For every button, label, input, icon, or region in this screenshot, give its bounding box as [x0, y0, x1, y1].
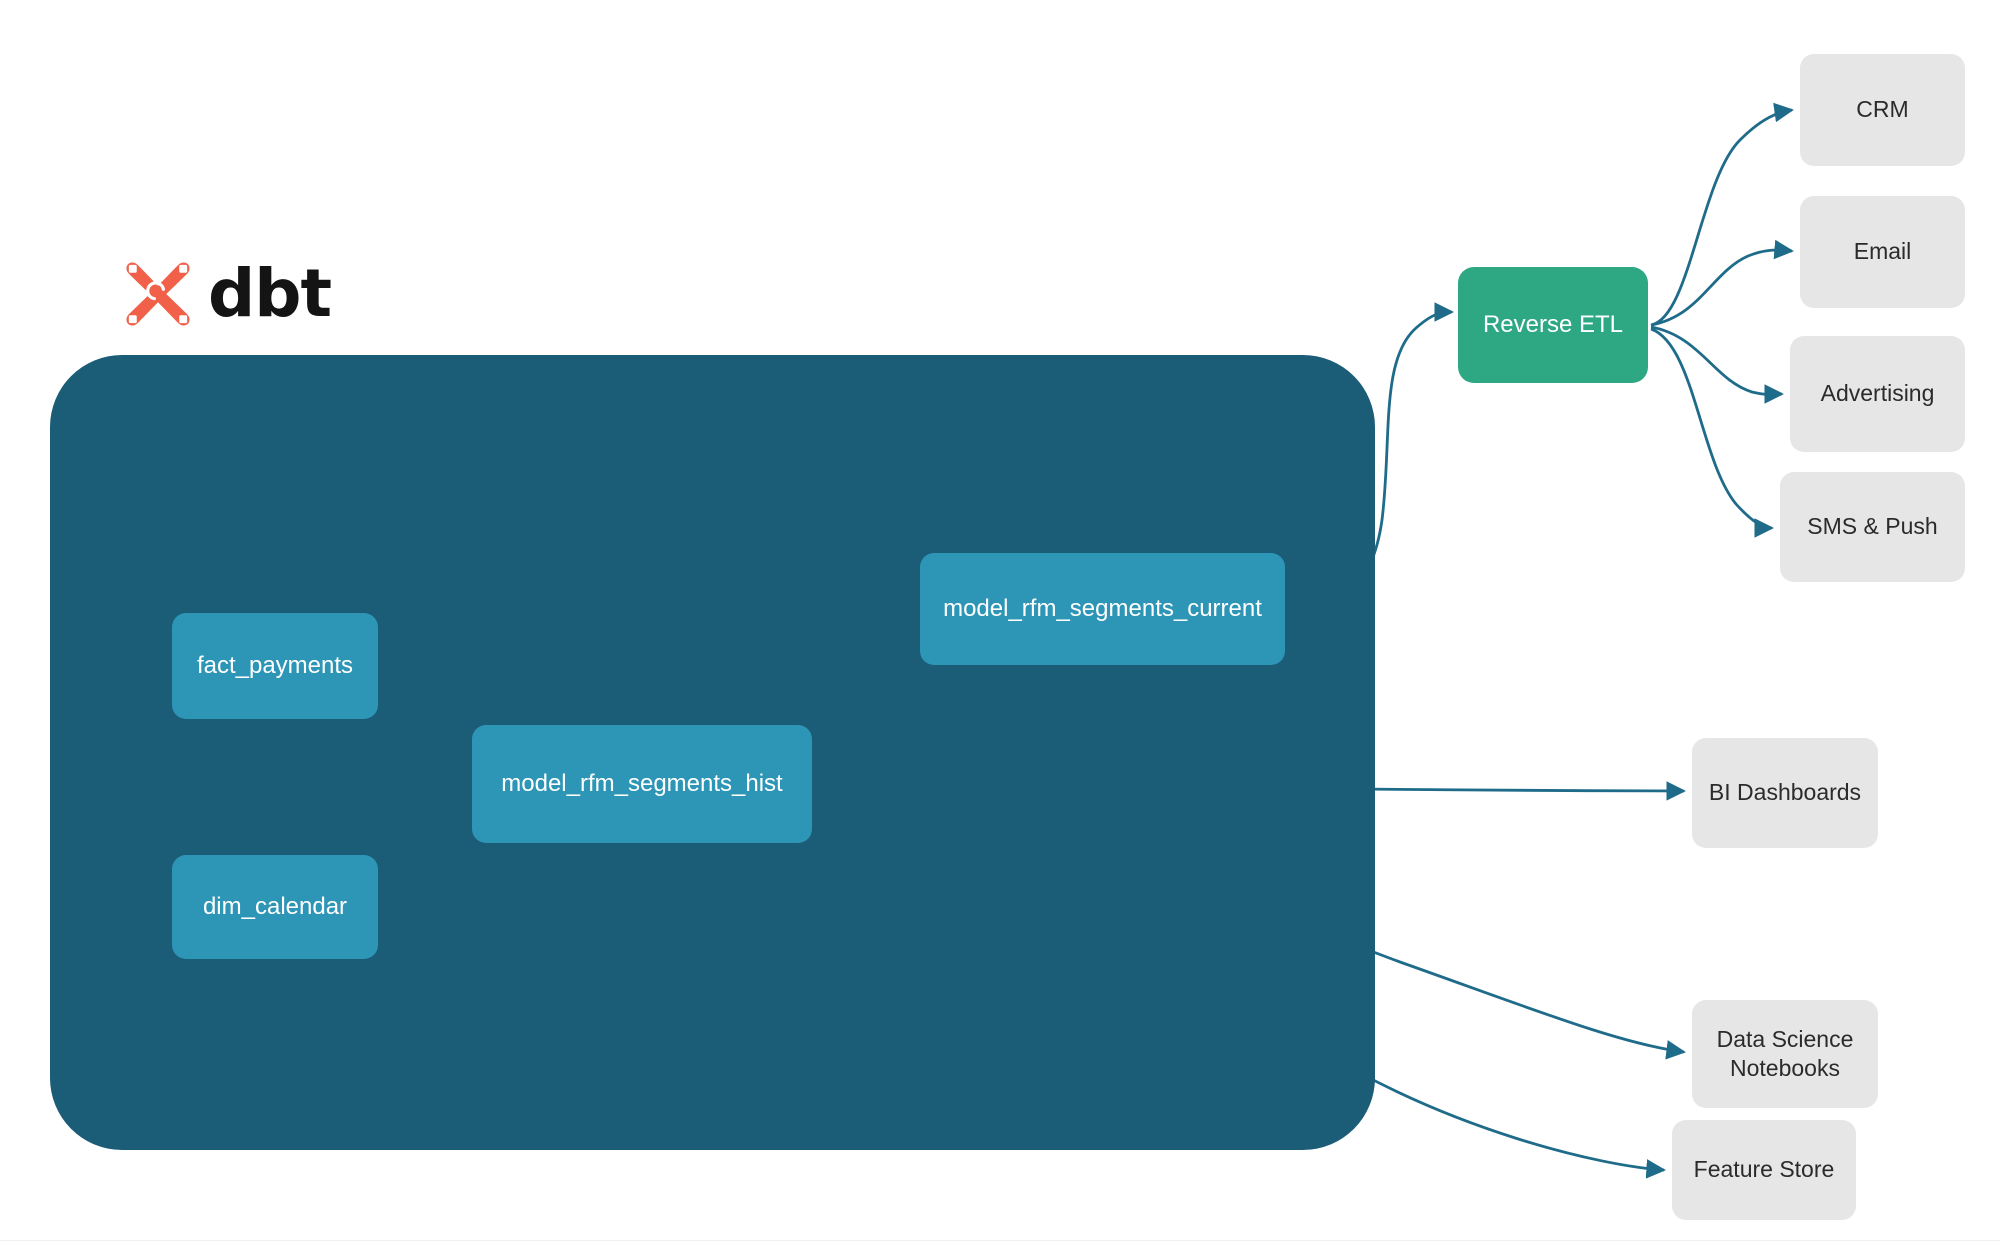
dbt-logo-icon	[126, 262, 190, 326]
node-bi-dashboards[interactable]: BI Dashboards	[1692, 738, 1878, 848]
node-model-rfm-segments-current[interactable]: model_rfm_segments_current	[920, 553, 1285, 665]
node-crm[interactable]: CRM	[1800, 54, 1965, 166]
node-dim-calendar[interactable]: dim_calendar	[172, 855, 378, 959]
dbt-wordmark: dbt	[208, 255, 332, 332]
bottom-divider	[0, 1240, 2000, 1241]
node-feature-store[interactable]: Feature Store	[1672, 1120, 1856, 1220]
node-reverse-etl[interactable]: Reverse ETL	[1458, 267, 1648, 383]
node-advertising[interactable]: Advertising	[1790, 336, 1965, 452]
node-sms-push[interactable]: SMS & Push	[1780, 472, 1965, 582]
node-data-science-notebooks[interactable]: Data Science Notebooks	[1692, 1000, 1878, 1108]
node-model-rfm-segments-hist[interactable]: model_rfm_segments_hist	[472, 725, 812, 843]
dbt-logo: dbt	[122, 255, 332, 332]
edge-reverse-etl-to-sms-push	[1650, 327, 1774, 538]
node-email[interactable]: Email	[1800, 196, 1965, 308]
node-fact-payments[interactable]: fact_payments	[172, 613, 378, 719]
edge-reverse-etl-to-advertising	[1650, 325, 1784, 404]
edge-reverse-etl-to-crm	[1650, 102, 1794, 327]
edge-reverse-etl-to-email	[1650, 239, 1794, 327]
